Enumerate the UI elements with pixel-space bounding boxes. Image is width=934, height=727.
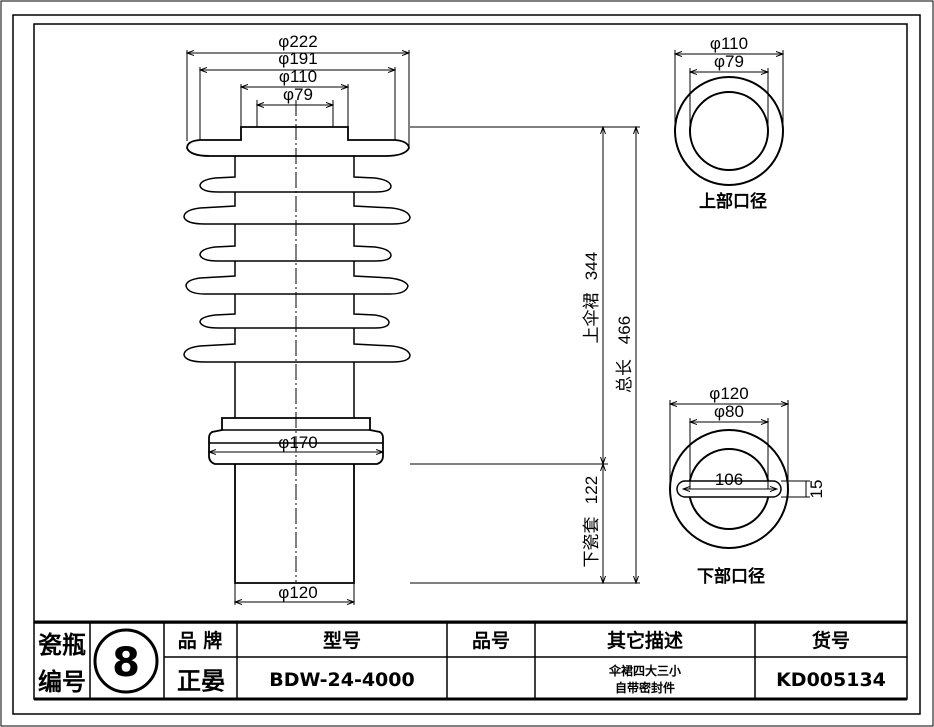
top-d110: φ110: [710, 34, 748, 53]
header-sku: 货号: [812, 629, 850, 652]
bottom-opening-caption: 下部口径: [697, 566, 765, 587]
shed-5: [199, 294, 390, 329]
header-item-no: 品号: [472, 630, 510, 652]
flange: [208, 417, 384, 465]
shed-2: [183, 192, 411, 225]
dim-d222: φ222: [278, 32, 317, 51]
header-brand: 品 牌: [178, 629, 223, 652]
top-opening-caption: 上部口径: [699, 191, 767, 212]
shed-4: [185, 261, 409, 295]
brand-value: 正晏: [177, 667, 225, 695]
sku-value: KD005134: [776, 669, 886, 691]
model-value: BDW-24-4000: [269, 669, 414, 691]
shed-1: [199, 156, 392, 193]
dim-344-label: 上伞裙: [582, 293, 601, 344]
bottom-opening-view: [669, 400, 810, 549]
top-cap: [186, 126, 410, 157]
main-diameter-dims: [187, 50, 409, 605]
shed-3: [199, 224, 392, 262]
insulator-number: 8: [112, 640, 140, 686]
bottom-slot-width: 15: [807, 480, 826, 499]
bottom-d120: φ120: [709, 384, 748, 403]
dim-122-label: 下瓷套: [582, 517, 601, 568]
dim-344: 344: [582, 252, 601, 280]
description-line2: 自带密封件: [615, 680, 675, 695]
insulator-elevation: [183, 100, 411, 584]
dim-d170: φ170: [278, 433, 317, 452]
header-model: 型号: [323, 629, 361, 652]
top-opening-view: [674, 50, 784, 186]
dim-d191: φ191: [278, 49, 317, 68]
dim-d110: φ110: [279, 67, 317, 86]
label-line2: 编号: [38, 668, 86, 696]
description-line1: 伞裙四大三小: [608, 663, 681, 678]
bottom-d80: φ80: [714, 402, 744, 421]
length-dims: [410, 127, 640, 583]
label-line1: 瓷瓶: [38, 631, 86, 659]
shed-6: [183, 328, 411, 363]
dim-122: 122: [582, 476, 601, 504]
top-d79: φ79: [714, 52, 744, 71]
dim-466: 466: [615, 316, 634, 344]
bottom-slot-span: 106: [715, 470, 743, 489]
dim-d120-bottom: φ120: [278, 583, 317, 602]
header-description: 其它描述: [607, 629, 683, 652]
dim-d79: φ79: [283, 85, 313, 104]
dim-466-label: 总长: [615, 359, 634, 393]
lower-sleeve: [234, 464, 355, 584]
title-table: [33, 620, 908, 701]
